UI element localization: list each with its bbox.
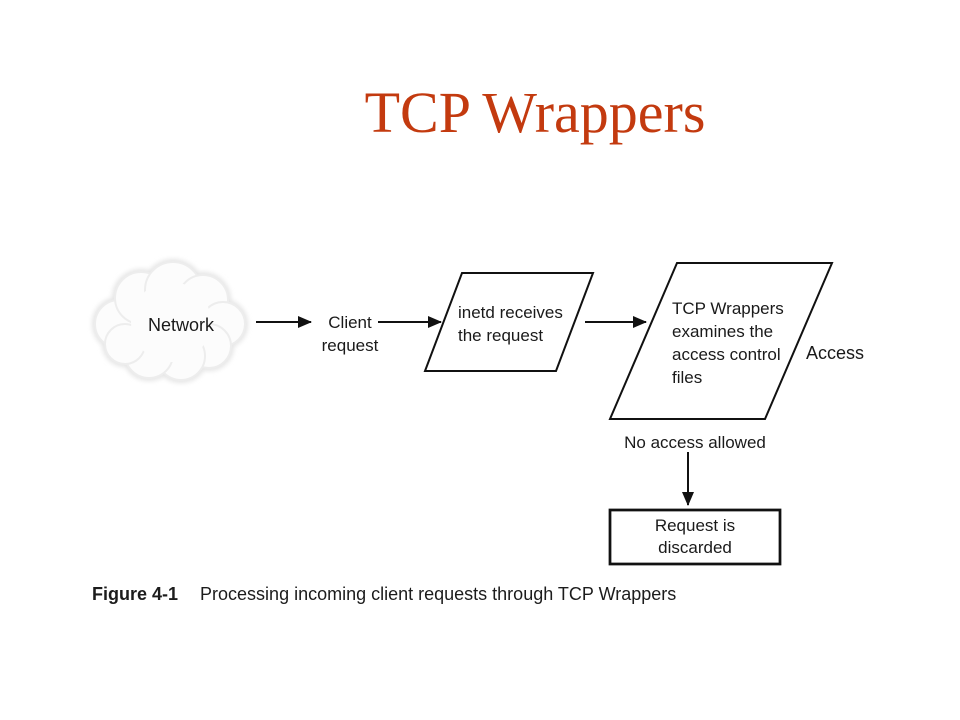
figure-number: Figure 4-1	[92, 584, 179, 604]
no-access-label: No access allowed	[624, 433, 766, 452]
inetd-box-label: inetd receives the request	[458, 303, 563, 345]
network-cloud-icon	[92, 259, 248, 383]
discarded-box-label: Request is discarded	[654, 516, 736, 557]
slide-title: TCP Wrappers	[364, 80, 706, 145]
figure-caption: Figure 4-1 Processing incoming client req…	[92, 582, 676, 606]
discarded-rectangle	[608, 508, 782, 566]
tcpwrappers-box-label: TCP Wrappers examines the access control…	[672, 299, 784, 387]
figure-caption-text: Processing incoming client requests thro…	[200, 584, 677, 604]
tcpwrappers-parallelogram	[608, 262, 834, 420]
access-label: Access	[806, 343, 865, 363]
network-label: Network	[147, 315, 214, 335]
inetd-parallelogram	[423, 272, 595, 372]
client-request-label: Client request	[321, 313, 379, 355]
